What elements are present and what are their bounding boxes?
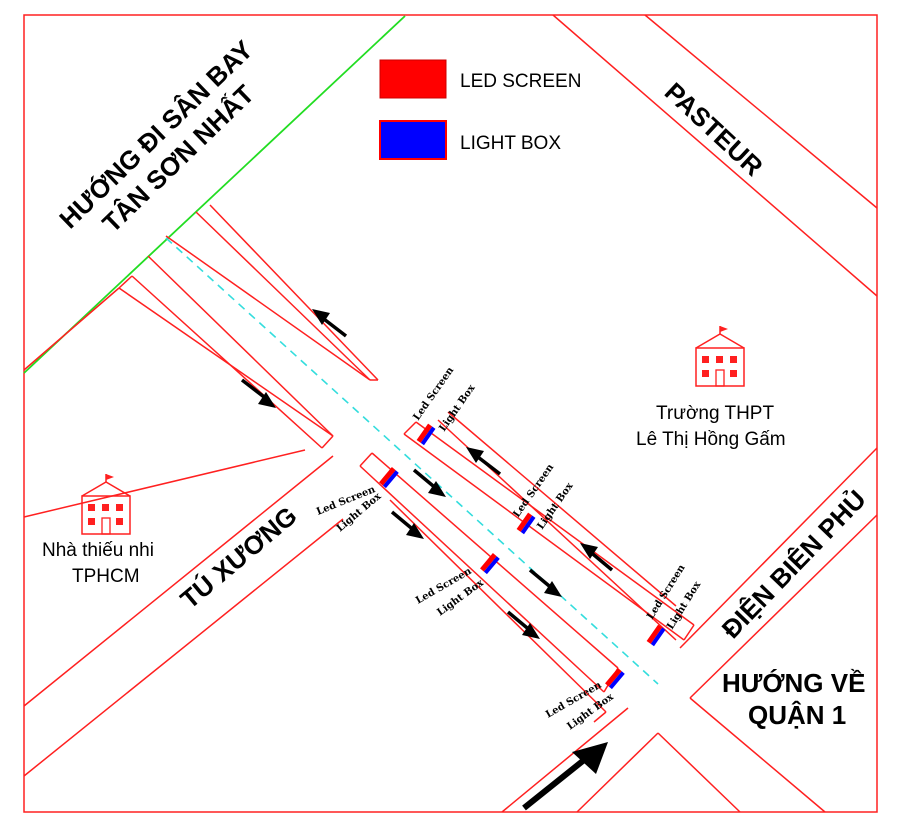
- bottom-street-edge-corner: [657, 732, 741, 813]
- dbp-edge-south: [689, 514, 878, 699]
- direction-arrow-icon: [466, 447, 502, 476]
- bottom-street-edge-east: [576, 732, 659, 813]
- dbp-edge-north: [679, 447, 878, 649]
- map-frame: [23, 14, 878, 813]
- median-line: [165, 237, 659, 685]
- upper-lane-block: [118, 204, 379, 449]
- legend-led-label: LED SCREEN: [460, 71, 581, 92]
- children-house-label-line1: Nhà thiếu nhi: [42, 540, 154, 561]
- bottom-street-edge-west: [501, 707, 629, 813]
- children-house-label-line2: TPHCM: [72, 566, 140, 587]
- billboard-marker-3: [516, 512, 536, 535]
- dbp-edge-corner: [689, 697, 826, 813]
- pasteur-edge-south: [552, 14, 878, 297]
- direction-arrow-icon: [390, 510, 424, 539]
- pasteur-street-label: PASTEUR: [659, 76, 769, 182]
- billboard-marker-6: [605, 668, 625, 690]
- airport-street-label-line1: HƯỚNG ĐI SÂN BAY: [53, 34, 258, 234]
- legend-lightbox-label: LIGHT BOX: [460, 133, 561, 154]
- district1-label-line2: QUẬN 1: [748, 700, 846, 730]
- legend-lightbox-swatch: [379, 120, 447, 160]
- billboard-marker-2: [379, 467, 399, 489]
- legend-led-swatch: [379, 59, 447, 99]
- direction-arrow-icon: [506, 610, 540, 639]
- school-label-line1: Trường THPT: [656, 403, 774, 424]
- direction-arrow-icon: [522, 742, 608, 811]
- school-label-line2: Lê Thị Hồng Gấm: [636, 429, 786, 450]
- billboard-marker-1: [416, 423, 436, 446]
- lane-island-lower: [359, 452, 619, 723]
- direction-arrow-icon: [312, 309, 348, 338]
- direction-arrow-icon: [580, 543, 614, 572]
- billboard-marker-4: [480, 553, 500, 575]
- pasteur-edge-north: [644, 14, 878, 209]
- corner-block-edge: [23, 449, 306, 518]
- corner-block-edge-2: [23, 287, 120, 371]
- direction-arrow-icon: [528, 568, 562, 597]
- direction-arrow-icon: [412, 468, 446, 497]
- tu-xuong-street-label: TÚ XƯƠNG: [175, 500, 303, 614]
- school-building-icon: [695, 326, 745, 387]
- boundary-line: [23, 15, 406, 374]
- legend: LED SCREEN LIGHT BOX: [379, 59, 581, 160]
- tu-xuong-edge-north: [23, 455, 334, 707]
- children-house-building-icon: [81, 474, 131, 535]
- lane-island-upper: [403, 421, 695, 641]
- light-box-label-1: Light Box: [437, 382, 478, 434]
- tu-xuong-edge-south: [23, 518, 344, 777]
- billboard-marker-5: [646, 624, 666, 647]
- district1-label-line1: HƯỚNG VỀ: [722, 668, 865, 698]
- direction-arrow-icon: [240, 378, 276, 408]
- dien-bien-phu-street-label: ĐIỆN BIÊN PHỦ: [715, 483, 872, 644]
